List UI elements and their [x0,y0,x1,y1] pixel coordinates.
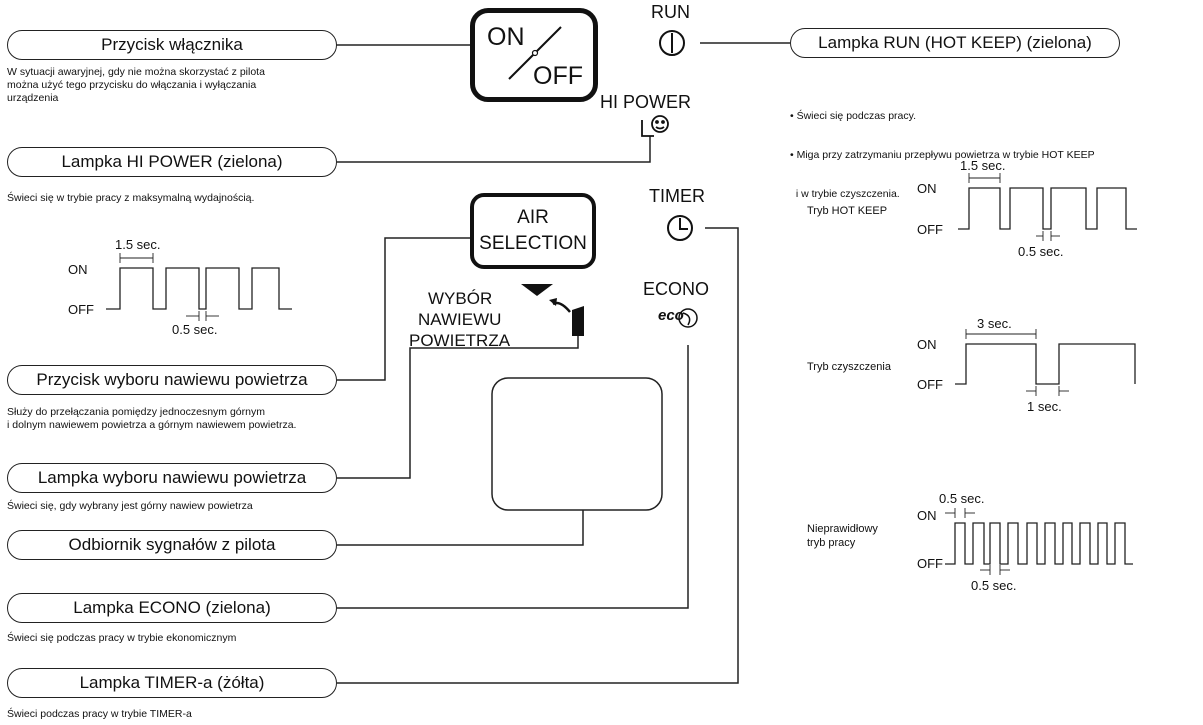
desc-line: Świeci się w trybie pracy z maksymalną w… [7,192,255,204]
air-line2: SELECTION [479,233,587,254]
callout-hipower-title: Lampka HI POWER (zielona) [61,152,283,171]
econo-label: ECONO [643,279,710,299]
desc-line: • Miga przy zatrzymaniu przepływu powiet… [790,149,1095,161]
callout-airbtn: Przycisk wyboru nawiewu powietrza [7,365,337,395]
power-on-label: ON [487,23,525,51]
wave-hotkeep-t2: 0.5 sec. [1018,244,1064,259]
desc-line: Służy do przełączania pomiędzy jednoczes… [7,406,265,418]
air-line1: AIR [517,207,549,228]
callout-run-desc: • Świeci się podczas pracy. • Miga przy … [790,84,1095,214]
desc-line: • Świeci się podczas pracy. [790,110,917,122]
desc-line: i w trybie czyszczenia. [790,188,900,200]
callout-hipower: Lampka HI POWER (zielona) [7,147,337,177]
desc-line: Świeci się podczas pracy w trybie ekonom… [7,632,237,644]
wave-left-t1: 1.5 sec. [115,237,161,252]
wave-left-t2: 0.5 sec. [172,322,218,337]
waveform-cleaning [955,343,1136,385]
callout-airlamp-desc: Świeci się, gdy wybrany jest górny nawie… [7,500,253,513]
wave-cleaning-mode: Tryb czyszczenia [807,361,891,373]
receiver-window [491,377,663,511]
callout-airbtn-title: Przycisk wyboru nawiewu powietrza [36,370,308,389]
callout-timer-title: Lampka TIMER-a (żółta) [79,673,265,692]
eco-glyph: eco [658,307,684,324]
callout-power-desc: W sytuacji awaryjnej, gdy nie można skor… [7,66,265,105]
callout-receiver-title: Odbiornik sygnałów z pilota [68,535,276,554]
hi-power-label: HI POWER [600,92,692,112]
desc-line: i dolnym nawiewem powietrza a górnym naw… [7,419,297,431]
callout-econo-title: Lampka ECONO (zielona) [73,598,271,617]
wave-hotkeep-off: OFF [917,222,943,237]
wave-abnormal-on: ON [917,508,937,523]
callout-econo-desc: Świeci się podczas pracy w trybie ekonom… [7,632,236,645]
power-slash-icon [508,26,562,80]
wave-hotkeep-on: ON [917,181,937,196]
wave-cleaning-off: OFF [917,377,943,392]
air-dir-line1: WYBÓR [428,289,493,308]
callout-run-title: Lampka RUN (HOT KEEP) (zielona) [818,33,1092,52]
callout-receiver: Odbiornik sygnałów z pilota [7,530,337,560]
desc-line: można użyć tego przycisku do włączania i… [7,79,257,91]
wave-cleaning-t2: 1 sec. [1027,399,1062,414]
desc-line: urządzenia [7,92,59,104]
timer-icon [667,215,693,241]
callout-hipower-desc: Świeci się w trybie pracy z maksymalną w… [7,192,254,205]
run-icon [659,30,685,56]
power-button[interactable]: ON OFF [470,8,598,102]
wave-abnormal-t2: 0.5 sec. [971,578,1017,593]
callout-timer-desc: Świeci podczas pracy w trybie TIMER-a [7,708,192,721]
desc-line: Świeci podczas pracy w trybie TIMER-a [7,708,192,720]
callout-timer: Lampka TIMER-a (żółta) [7,668,337,698]
wave-abnormal-mode1: Nieprawidłowy [807,523,878,535]
wave-abnormal-mode2: tryb pracy [807,537,856,549]
callout-econo: Lampka ECONO (zielona) [7,593,337,623]
callout-run: Lampka RUN (HOT KEEP) (zielona) [790,28,1120,58]
hi-power-icon [641,115,669,137]
wave-hotkeep-mode: Tryb HOT KEEP [807,205,888,217]
waveform-left [106,267,292,310]
wave-left-on: ON [68,262,88,277]
eco-icon [678,308,698,328]
waveform-hotkeep [958,187,1137,230]
desc-line: Świeci się, gdy wybrany jest górny nawie… [7,500,253,512]
down-arrow-icon [521,284,553,296]
wave-abnormal-t1: 0.5 sec. [939,491,985,506]
callout-power: Przycisk włącznika [7,30,337,60]
wave-hotkeep-t1: 1.5 sec. [960,158,1006,173]
wave-cleaning-on: ON [917,337,937,352]
callout-power-title: Przycisk włącznika [101,35,243,54]
callout-airlamp-title: Lampka wyboru nawiewu powietrza [37,468,307,487]
callout-airlamp: Lampka wyboru nawiewu powietrza [7,463,337,493]
air-selection-button[interactable]: AIR SELECTION [470,193,596,269]
air-lamp-icon [572,306,584,336]
power-off-label: OFF [533,62,583,90]
run-label: RUN [651,2,690,22]
timer-label: TIMER [649,186,705,206]
wave-abnormal-off: OFF [917,556,943,571]
callout-airbtn-desc: Służy do przełączania pomiędzy jednoczes… [7,406,296,432]
waveform-abnormal [945,522,1133,565]
wave-cleaning-t1: 3 sec. [977,316,1012,331]
desc-line: W sytuacji awaryjnej, gdy nie można skor… [7,66,265,78]
air-dir-line3: POWIETRZA [409,331,511,350]
air-dir-line2: NAWIEWU [418,310,502,329]
wave-left-off: OFF [68,302,94,317]
